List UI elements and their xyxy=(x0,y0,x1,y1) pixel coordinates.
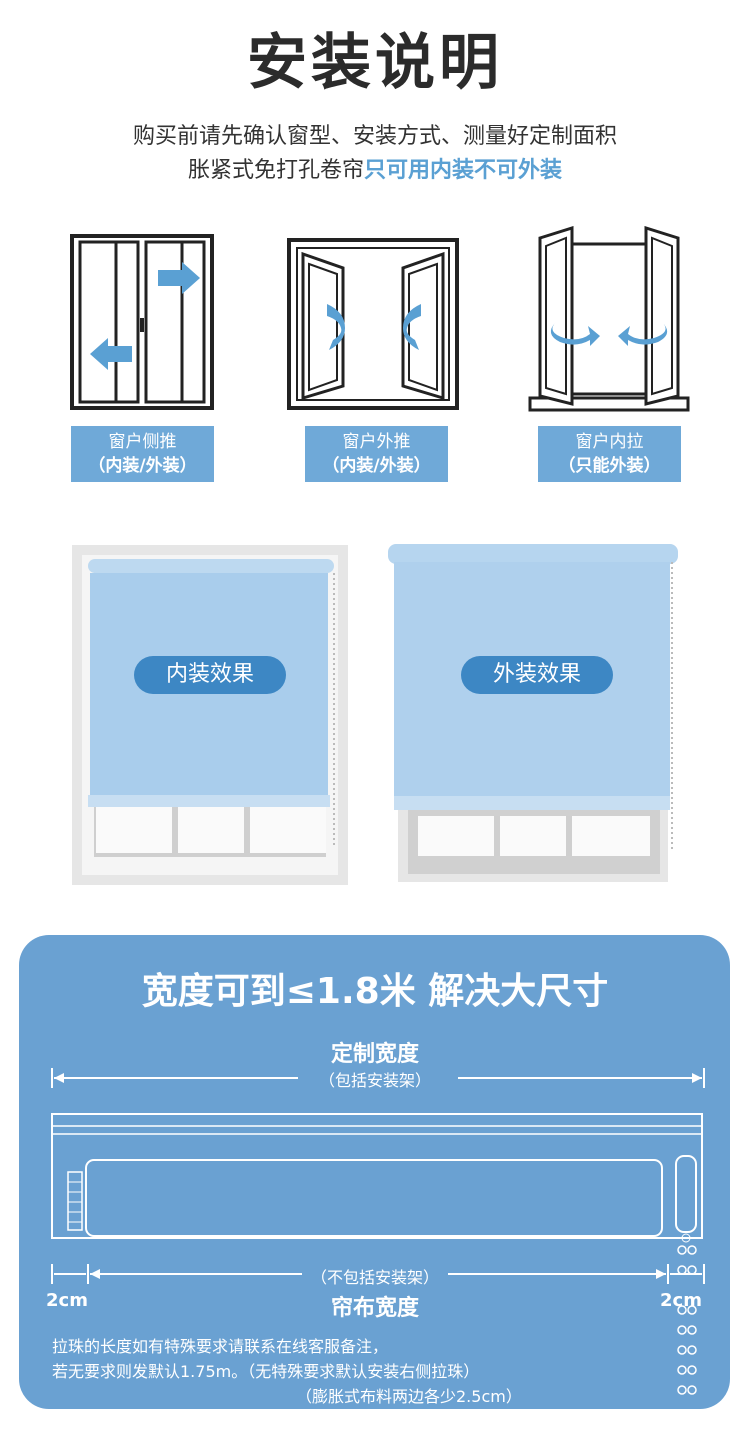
label-mode: （内装/外装） xyxy=(322,456,431,476)
custom-width-dimension-line xyxy=(51,1068,705,1088)
label-inward-window: 窗户内拉 （只能外装） xyxy=(538,426,681,482)
roller-tube-diagram xyxy=(51,1113,703,1243)
inside-mount-label: 内装效果 xyxy=(134,656,286,694)
subtitle-normal-text: 胀紧式免打孔卷帘 xyxy=(187,158,364,183)
label-mode: （只能外装） xyxy=(558,456,661,476)
inside-mount-illustration xyxy=(72,545,348,885)
label-sliding-window: 窗户侧推 （内装/外装） xyxy=(71,426,214,482)
custom-width-note: （包括安装架） xyxy=(318,1071,431,1090)
outside-mount-illustration xyxy=(388,544,678,882)
outside-mount-label: 外装效果 xyxy=(461,656,613,694)
note-line-2: 若无要求则发默认1.75m。（无特殊要求默认安装右侧拉珠） xyxy=(52,1362,480,1381)
sliding-window-icon xyxy=(70,234,214,410)
label-mode: （内装/外装） xyxy=(88,456,197,476)
size-info-panel xyxy=(19,935,730,1409)
subtitle-highlight-text: 只可用内装不可外装 xyxy=(364,158,563,183)
bead-chain-illustration xyxy=(677,1245,697,1395)
label-name: 窗户内拉 xyxy=(575,432,644,452)
subtitle-line-2: 胀紧式免打孔卷帘只可用内装不可外装 xyxy=(0,152,750,184)
note-line-3: （膨胀式布料两边各少2.5cm） xyxy=(296,1387,522,1406)
page-title: 安装说明 xyxy=(247,28,503,98)
custom-width-label: 定制宽度 xyxy=(330,1042,419,1067)
curtain-width-dimension-line xyxy=(51,1264,705,1284)
curtain-width-label: 帘布宽度 xyxy=(330,1296,419,1321)
inward-casement-icon xyxy=(528,226,690,412)
panel-title: 宽度可到≤1.8米 解决大尺寸 xyxy=(141,971,609,1012)
exclude-bracket-note: （不包括安装架） xyxy=(310,1268,439,1287)
note-line-1: 拉珠的长度如有特殊要求请联系在线客服备注， xyxy=(52,1337,389,1356)
label-name: 窗户外推 xyxy=(342,432,411,452)
label-name: 窗户侧推 xyxy=(108,432,177,452)
outward-casement-icon xyxy=(287,238,459,410)
label-outward-window: 窗户外推 （内装/外装） xyxy=(305,426,448,482)
left-margin-label: 2cm xyxy=(46,1290,88,1311)
subtitle-line-1: 购买前请先确认窗型、安装方式、测量好定制面积 xyxy=(132,124,617,149)
